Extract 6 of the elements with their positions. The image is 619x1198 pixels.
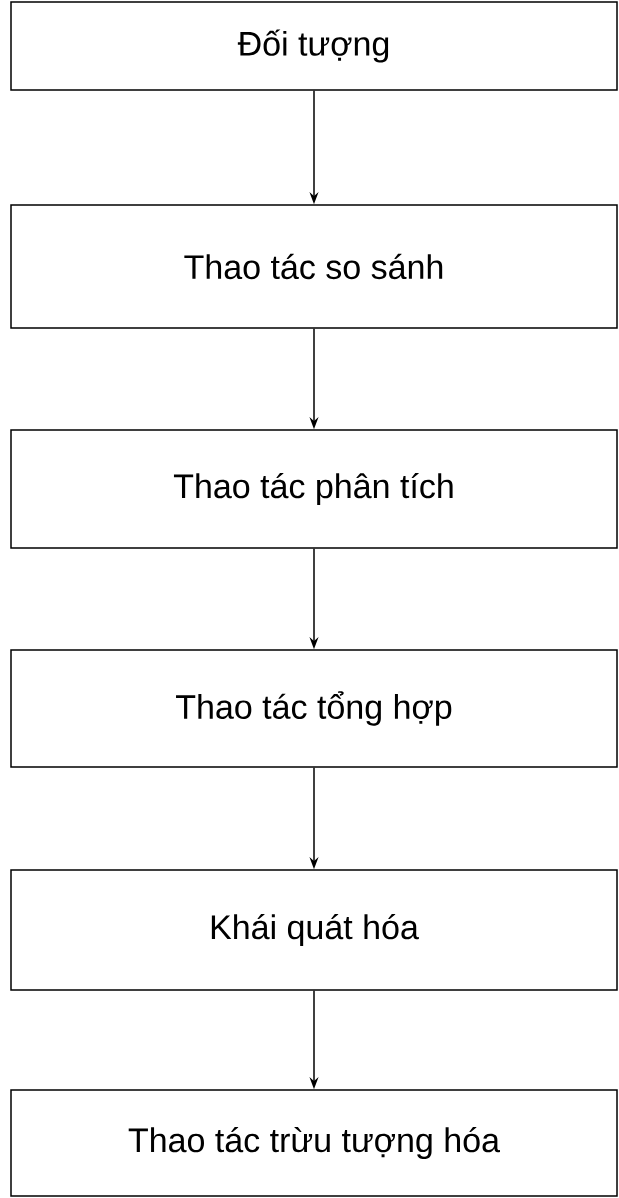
process-box: Đối tượng [10, 1, 618, 91]
process-box: Thao tác so sánh [10, 204, 618, 329]
process-box: Thao tác trừu tượng hóa [10, 1089, 618, 1197]
process-box: Thao tác tổng hợp [10, 649, 618, 768]
process-box: Khái quát hóa [10, 869, 618, 991]
process-box: Thao tác phân tích [10, 429, 618, 549]
